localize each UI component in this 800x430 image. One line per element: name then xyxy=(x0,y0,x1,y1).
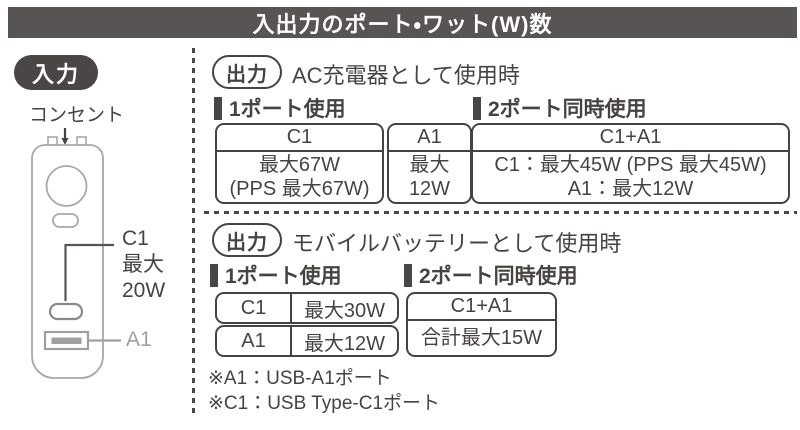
ac-two-port-label: 2ポート同時使用 xyxy=(488,98,647,121)
ac-a1-table-body: 最大 12W xyxy=(389,152,470,202)
device-dial xyxy=(45,165,88,207)
a1-port-label: A1 xyxy=(126,328,152,351)
ac-one-port-label: 1ポート使用 xyxy=(229,98,346,121)
ac-output-badge: 出力 xyxy=(212,55,282,89)
usb-a-port-tongue xyxy=(51,337,82,344)
ac-combo-table-body: C1：最大45W (PPS 最大45W) A1：最大12W xyxy=(473,152,788,202)
c1-max-watt: 20W xyxy=(122,279,166,302)
battery-c1-value: 最大30W xyxy=(303,299,386,322)
ac-c1-pps: (PPS 最大67W) xyxy=(229,178,370,200)
input-badge: 入力 xyxy=(14,55,98,90)
battery-c1-row: C1 最大30W xyxy=(215,292,399,324)
usb-c-port xyxy=(48,302,84,321)
device-body xyxy=(31,144,104,379)
battery-output-badge: 出力 xyxy=(212,223,282,257)
ac-combo-c1-value: C1：最大45W (PPS 最大45W) xyxy=(494,154,767,176)
section-marker xyxy=(473,96,481,120)
section-marker xyxy=(404,263,412,287)
battery-a1-row: A1 最大12W xyxy=(215,325,399,357)
footnote-a1: ※A1：USB-A1ポート xyxy=(208,368,392,389)
section-marker xyxy=(214,96,222,120)
battery-combo-table-header: C1+A1 xyxy=(408,294,555,321)
ac-c1-max: 最大67W xyxy=(258,154,341,176)
ac-combo-table-header: C1+A1 xyxy=(473,125,788,152)
ac-a1-table: A1 最大 12W xyxy=(387,123,472,204)
ac-output-badge-label: 出力 xyxy=(226,63,268,86)
battery-two-port-subheading: 2ポート同時使用 xyxy=(404,260,578,290)
ac-c1-table: C1 最大67W (PPS 最大67W) xyxy=(215,123,384,204)
battery-a1-port: A1 xyxy=(217,327,292,355)
ac-combo-a1-value: A1：最大12W xyxy=(567,178,694,200)
battery-section-heading: モバイルバッテリーとして使用時 xyxy=(292,231,622,256)
outlet-arrow-head xyxy=(61,138,69,145)
c1-port-name: C1 xyxy=(122,227,149,250)
ac-a1-table-header: A1 xyxy=(389,125,470,152)
input-badge-label: 入力 xyxy=(31,61,80,87)
ac-c1-table-header: C1 xyxy=(217,125,382,152)
battery-two-port-label: 2ポート同時使用 xyxy=(419,265,578,288)
ac-section-heading: AC充電器として使用時 xyxy=(292,63,520,88)
battery-output-badge-label: 出力 xyxy=(226,231,268,254)
device-illustration xyxy=(31,128,121,379)
ac-combo-table: C1+A1 C1：最大45W (PPS 最大45W) A1：最大12W xyxy=(471,123,790,204)
battery-one-port-label: 1ポート使用 xyxy=(225,265,342,288)
battery-c1-port: C1 xyxy=(217,294,292,322)
c1-port-label: C1 最大 20W xyxy=(122,226,165,304)
c1-max-word: 最大 xyxy=(122,253,164,276)
outlet-label: コンセント xyxy=(29,105,125,126)
section-marker xyxy=(210,263,218,287)
plug-prong-right xyxy=(76,136,87,146)
battery-a1-value: 最大12W xyxy=(303,332,386,355)
ac-two-port-subheading: 2ポート同時使用 xyxy=(473,93,647,123)
title-banner: 入出力のポート・ワット(W)数 xyxy=(8,7,797,38)
ac-a1-max-word: 最大 xyxy=(409,154,450,176)
battery-combo-table-body: 合計最大15W xyxy=(408,321,555,355)
battery-one-port-subheading: 1ポート使用 xyxy=(210,260,342,290)
device-indicator xyxy=(52,213,79,228)
battery-combo-total: 合計最大15W xyxy=(420,327,543,349)
c1-connector-line xyxy=(64,243,114,301)
page-title: 入出力のポート・ワット(W)数 xyxy=(252,11,553,37)
horizontal-dashed-divider xyxy=(204,211,797,214)
battery-combo-table: C1+A1 合計最大15W xyxy=(406,292,557,357)
footnote-c1: ※C1：USB Type-C1ポート xyxy=(208,393,441,414)
vertical-dashed-divider xyxy=(192,48,195,416)
ac-one-port-subheading: 1ポート使用 xyxy=(214,93,346,123)
ac-c1-table-body: 最大67W (PPS 最大67W) xyxy=(217,152,382,202)
plug-prong-left xyxy=(47,136,58,146)
ac-a1-max-watt: 12W xyxy=(408,178,451,200)
